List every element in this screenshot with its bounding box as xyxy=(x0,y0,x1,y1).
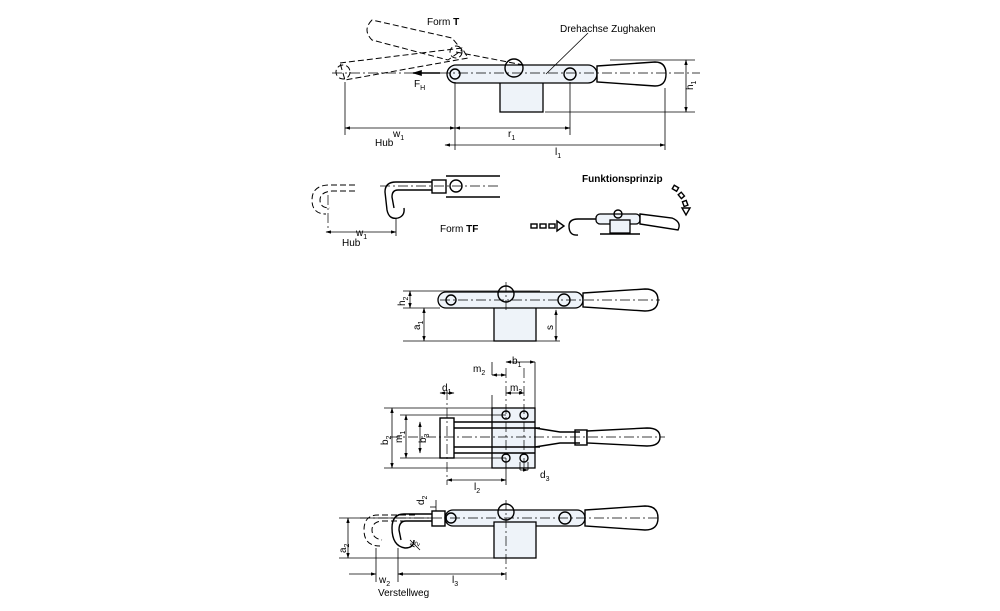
adjust-hook xyxy=(391,513,432,549)
tf-hook xyxy=(384,181,432,220)
view-verstellweg: d2 a2 r2 w2 l3 Verstellweg xyxy=(338,495,660,599)
w1b-label: w1 xyxy=(355,228,367,241)
base-block-2 xyxy=(493,304,537,342)
b2-label: b2 xyxy=(380,435,393,445)
view-form-tf: w1 Hub Form TF xyxy=(311,175,500,249)
base-block xyxy=(499,77,544,113)
drehachse-label: Drehachse Zughaken xyxy=(560,24,656,35)
d2-label: d2 xyxy=(416,495,429,505)
s-label: s xyxy=(545,325,556,330)
motion-arrows-arc xyxy=(671,184,692,217)
h2-label: h2 xyxy=(397,296,410,306)
motion-arrows-left xyxy=(530,219,566,233)
a1-label: a1 xyxy=(412,320,425,330)
m2-label: m2 xyxy=(473,364,485,377)
view-side-dims: h2 a1 s xyxy=(397,282,660,342)
l1-label: l1 xyxy=(555,147,561,160)
handle-grip xyxy=(596,61,667,87)
hub-b-label: Hub xyxy=(342,238,361,249)
d3-label: d3 xyxy=(540,470,550,483)
fh-label: FH xyxy=(414,79,425,92)
view-form-t: Form T Drehachse Zughaken FH h1 w1 Hub r… xyxy=(332,17,700,160)
funktionsprinzip-diagram: Funktionsprinzip xyxy=(530,174,692,236)
open-handle xyxy=(366,19,463,61)
form-tf-label: Form TF xyxy=(440,224,478,235)
verstellweg-label: Verstellweg xyxy=(378,588,429,599)
w2-label: w2 xyxy=(378,575,390,588)
view-top: m2 b1 d1 m3 b2 m1 b3 l2 d3 xyxy=(380,356,665,495)
a2-label: a2 xyxy=(338,543,351,553)
r2-label: r2 xyxy=(407,538,422,551)
b3-label: b3 xyxy=(418,433,431,443)
r1-label: r1 xyxy=(508,129,515,142)
w1-label: w1 xyxy=(392,129,404,142)
h1-label: h1 xyxy=(685,80,698,90)
l2-label: l2 xyxy=(474,482,480,495)
base-block-3 xyxy=(493,521,537,559)
open-handle-pivot xyxy=(449,45,463,59)
hub-label: Hub xyxy=(375,138,394,149)
open-hook-pivot xyxy=(335,64,351,80)
clamp-bar xyxy=(446,64,598,84)
b1-label: b1 xyxy=(512,356,522,369)
m1-label: m1 xyxy=(394,431,407,443)
d1-label: d1 xyxy=(442,383,452,396)
funktionsprinzip-label: Funktionsprinzip xyxy=(582,174,663,185)
l3-label: l3 xyxy=(452,575,458,588)
m3-label: m3 xyxy=(510,383,522,396)
form-t-label: Form T xyxy=(427,17,459,28)
